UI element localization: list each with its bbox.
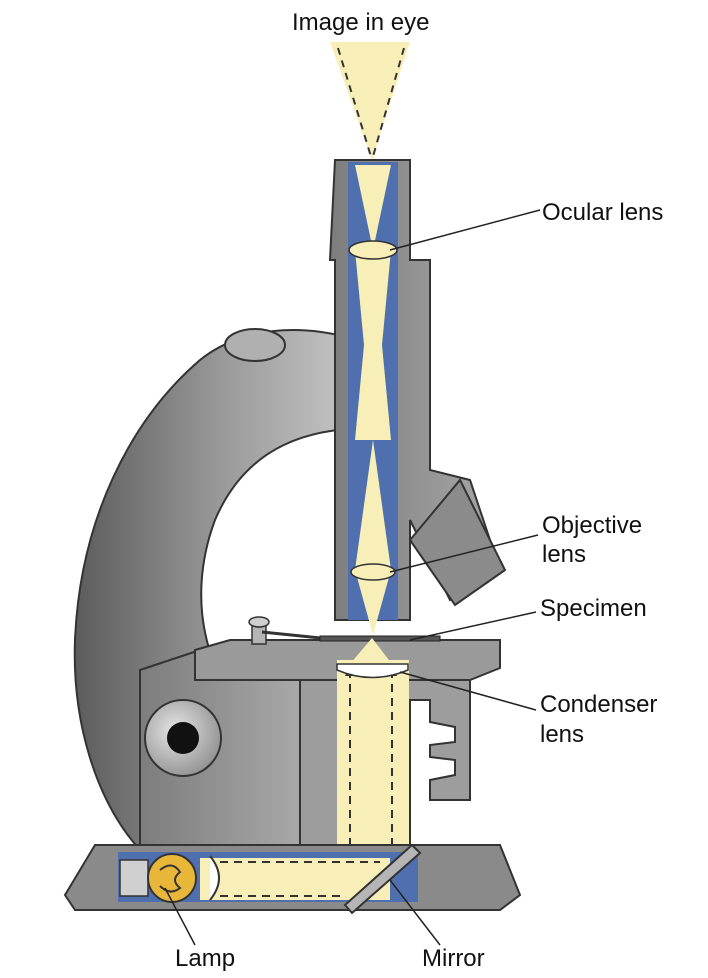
beam-in-tube-mid2 [355,250,391,440]
mirror [343,843,422,915]
arm-cap [224,328,286,362]
label-ocular-lens: Ocular lens [542,199,663,226]
leader-condenser [399,671,537,711]
beam-in-tube-low [355,440,391,570]
label-objective-line1: Objective [542,512,642,539]
beam-in-tube-top [355,165,391,250]
objective-lens [350,563,396,581]
stage-clip-head [248,616,270,628]
leader-specimen [409,611,537,641]
beam-vertical [337,660,409,865]
specimen-slide [319,635,441,642]
label-image-in-eye: Image in eye [292,9,429,36]
objective-turret [408,478,507,607]
lamp-bulb [147,853,197,903]
label-lamp: Lamp [175,945,235,972]
collector-lens [209,855,220,901]
label-mirror: Mirror [422,945,485,972]
beam-in-tube-bottom [355,570,391,635]
lamp-filament [159,864,182,893]
condenser-lens [336,663,409,679]
focus-knob-center [167,722,199,754]
ocular-lens [348,240,398,260]
leader-objective [389,534,539,573]
label-specimen: Specimen [540,595,647,622]
beam-to-specimen [350,638,392,664]
label-condenser-line2: lens [540,721,584,748]
leader-ocular [389,209,541,251]
leader-mirror [389,879,441,946]
label-objective-line2: lens [542,541,586,568]
lamp-socket [119,859,149,897]
beam-above-eyepiece [330,42,410,160]
leader-lamp [164,887,196,946]
ray-above-left [337,47,373,161]
ray-above-right [371,47,405,161]
label-condenser-line1: Condenser [540,691,657,718]
